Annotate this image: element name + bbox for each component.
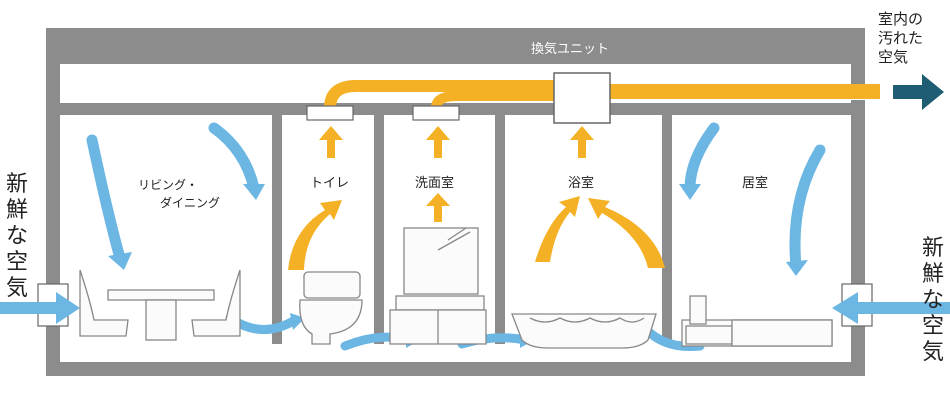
exhaust-duct xyxy=(324,80,880,109)
exhaust-grille-washroom xyxy=(412,105,460,121)
fresh-air-label-right: 新 鮮 な 空 気 xyxy=(921,236,944,365)
room-label-bedroom: 居室 xyxy=(742,176,769,191)
exhaust-out-arrow xyxy=(893,74,944,110)
exhaust-grille-toilet xyxy=(306,105,354,121)
fresh-air-in-arrow-left xyxy=(0,292,80,324)
fresh-air-in-arrow-right xyxy=(832,292,950,324)
fresh-air-label-left: 新 鮮 な 空 気 xyxy=(5,172,28,301)
room-label-living-2: ダイニング xyxy=(160,196,221,210)
exhaust-air-label: 室内の 汚れた 空気 xyxy=(878,10,924,66)
room-label-living-1: リビング・ xyxy=(138,178,199,192)
room-label-washroom: 洗面室 xyxy=(415,176,455,191)
room-label-bathroom: 浴室 xyxy=(568,176,595,191)
exhaust-flow-arrows xyxy=(288,126,665,270)
room-label-toilet: トイレ xyxy=(310,176,350,191)
fresh-air-arrows xyxy=(86,122,826,351)
ventilation-unit-box xyxy=(553,72,611,124)
furniture xyxy=(79,227,833,349)
ventilation-unit-label: 換気ユニット xyxy=(531,42,610,57)
